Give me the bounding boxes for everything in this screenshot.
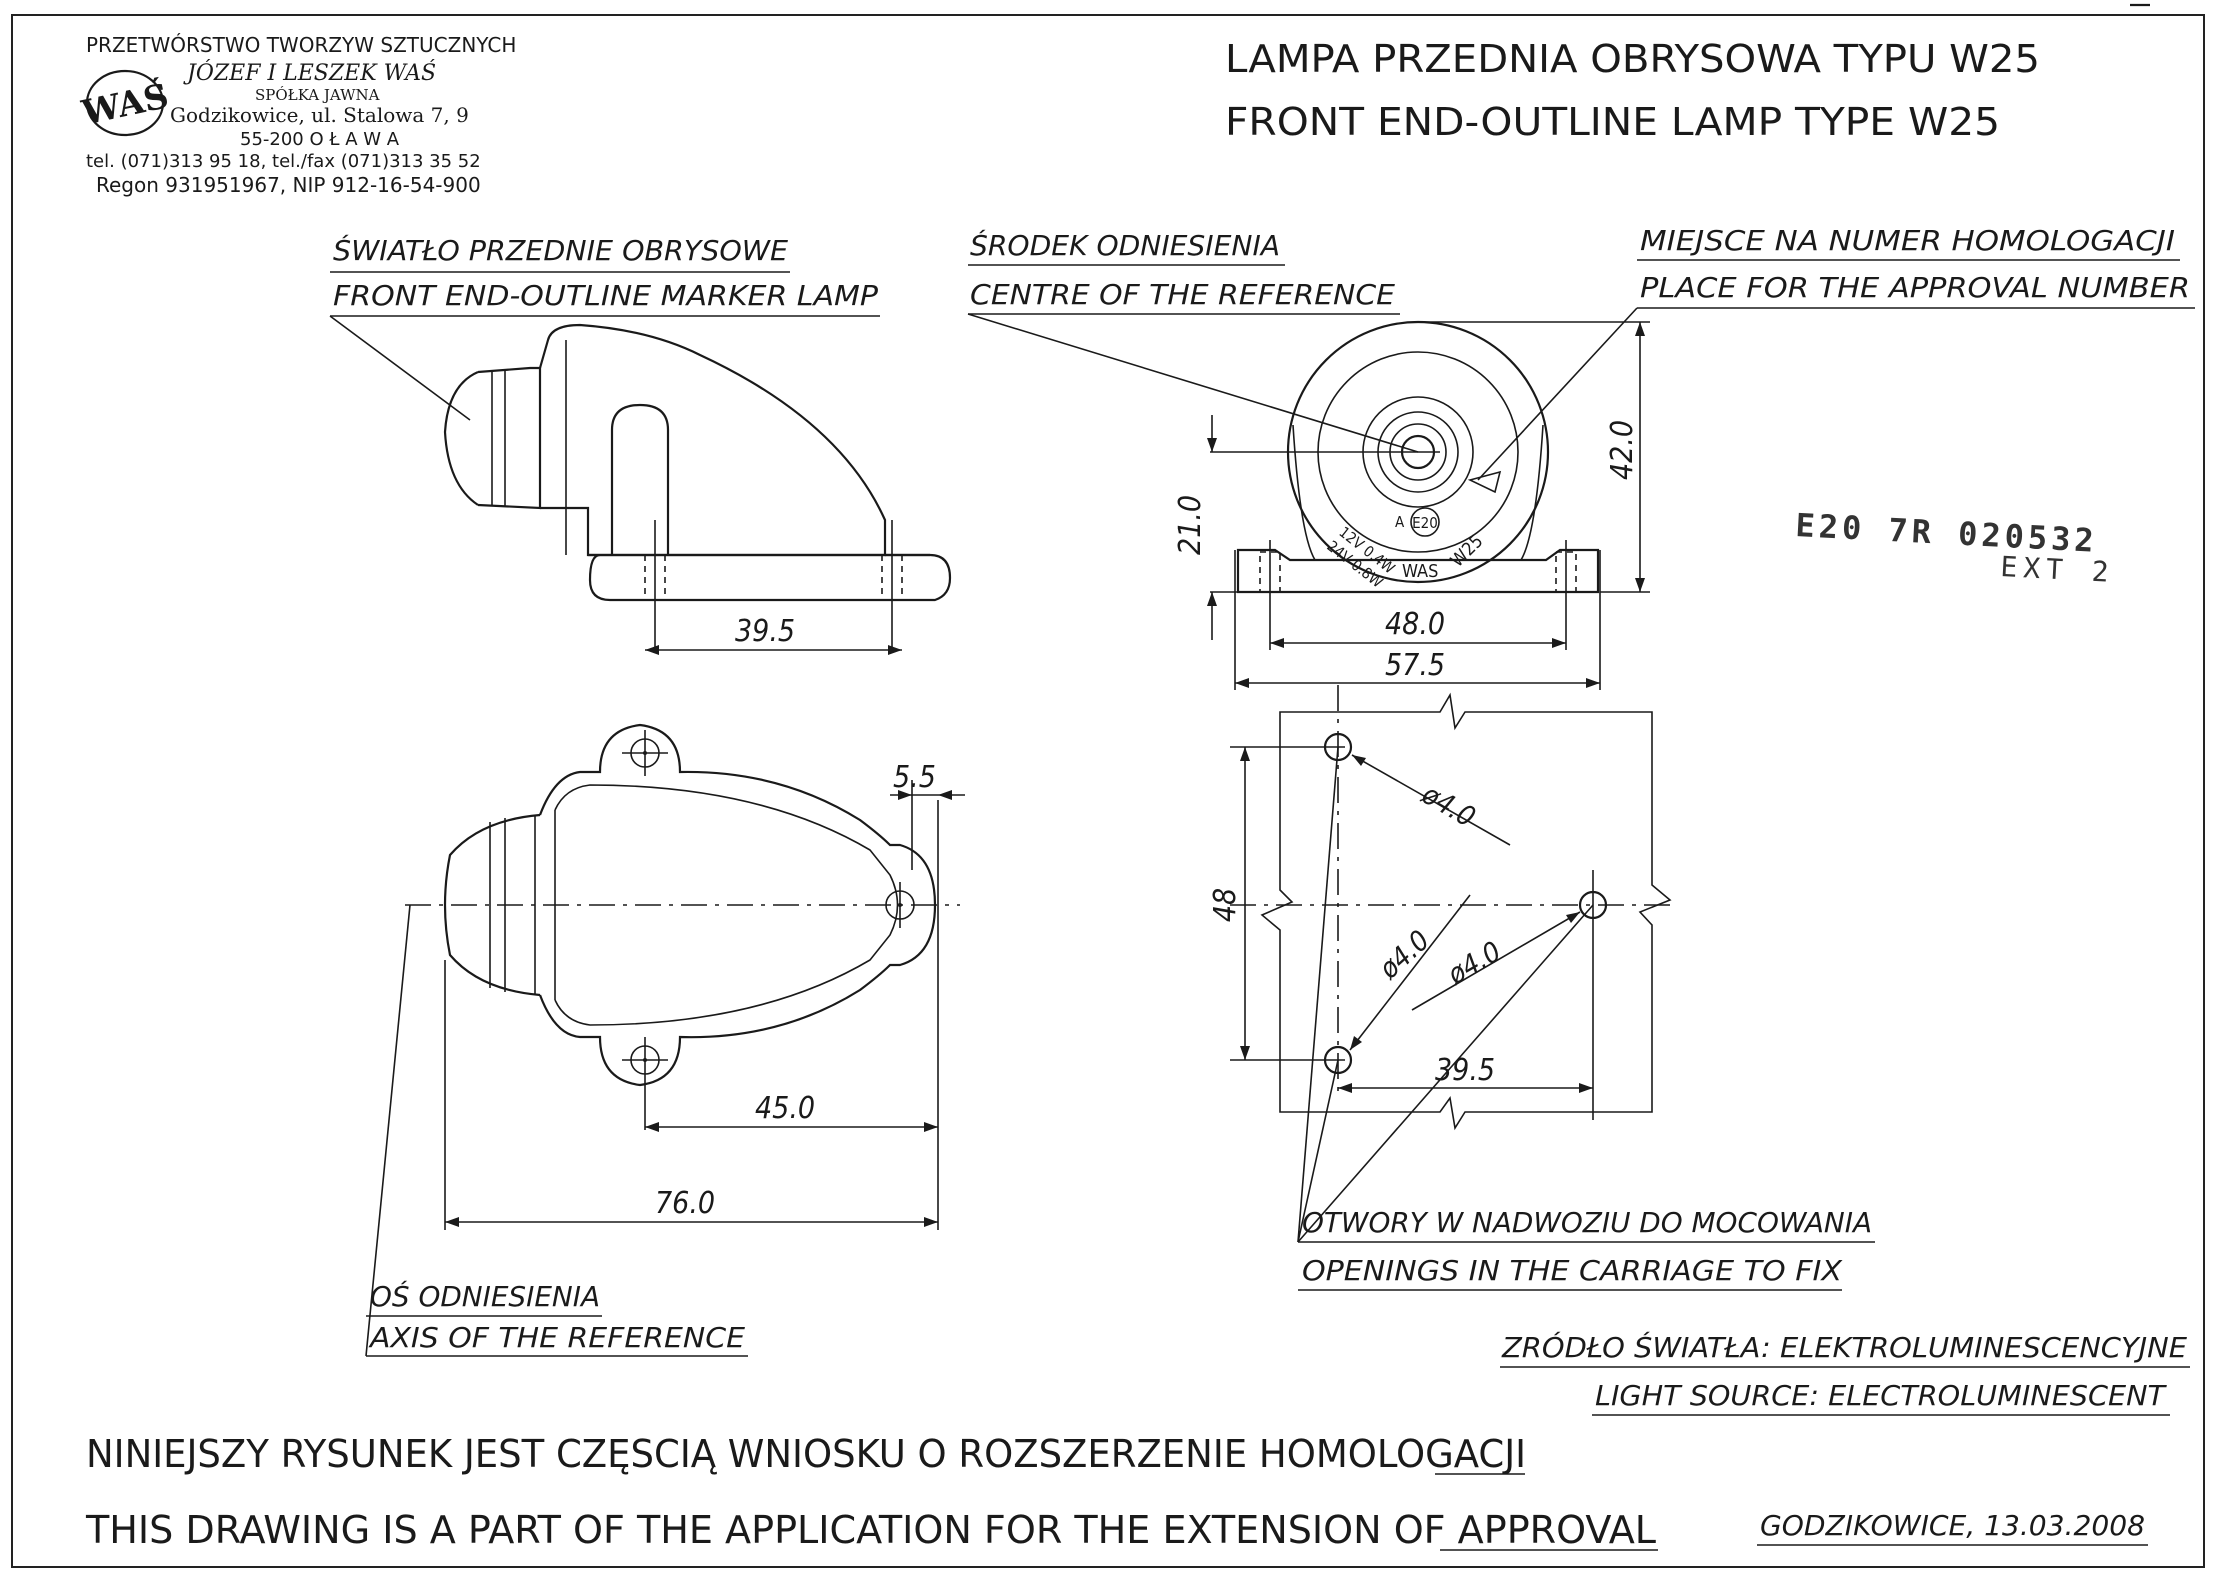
dim-hole-dia-1: ø4.0: [1416, 777, 1481, 834]
title-pl: LAMPA PRZEDNIA OBRYSOWA TYPU W25: [1225, 37, 2040, 81]
company-header: WAŚ PRZETWÓRSTWO TWORZYW SZTUCZNYCH JÓZE…: [78, 33, 517, 197]
label-axis-en: AXIS OF THE REFERENCE: [368, 1321, 745, 1354]
company-line7: Regon 931951967, NIP 912-16-54-900: [96, 173, 481, 197]
footer-pl: NINIEJSZY RYSUNEK JEST CZĘSCIĄ WNIOSKU O…: [86, 1432, 1526, 1476]
approval-ext: EXT 2: [2000, 550, 2116, 589]
label-openings-en: OPENINGS IN THE CARRIAGE TO FIX: [1302, 1254, 1843, 1287]
dim-holes-horizontal: 39.5: [1435, 1053, 1495, 1088]
dim-front-height: 42.0: [1605, 420, 1640, 480]
approval-number: E20 7R 020532: [1795, 506, 2099, 560]
front-view: E20 A 12V 0.4W 24V 0.8W WAS W25 48.0 57.…: [1173, 320, 1650, 690]
label-centre-en: CENTRE OF THE REFERENCE: [970, 278, 1395, 311]
label-source-en: LIGHT SOURCE: ELECTROLUMINESCENT: [1595, 1379, 2168, 1412]
logo-text: WAŚ: [78, 75, 173, 133]
mark-a: A: [1395, 513, 1405, 531]
label-approval-en: PLACE FOR THE APPROVAL NUMBER: [1640, 271, 2190, 304]
mark-e: E20: [1412, 514, 1438, 532]
footer: NINIEJSZY RYSUNEK JEST CZĘSCIĄ WNIOSKU O…: [85, 1432, 2148, 1552]
mounting-holes-view: 48 39.5 ø4.0 ø4.0 ø4.0: [1208, 685, 1672, 1131]
company-line3: SPÓŁKA JAWNA: [255, 86, 380, 104]
label-source-pl: ZRÓDŁO ŚWIATŁA: ELEKTROLUMINESCENCYJNE: [1501, 1330, 2187, 1364]
label-centre-pl: ŚRODEK ODNIESIENIA: [970, 228, 1280, 262]
label-marker-pl: ŚWIATŁO PRZEDNIE OBRYSOWE: [333, 233, 788, 267]
dim-hole-dia-3: ø4.0: [1441, 935, 1506, 992]
title-en: FRONT END-OUTLINE LAMP TYPE W25: [1225, 100, 2000, 144]
dim-holes-vertical: 48: [1208, 888, 1243, 922]
callout-labels: ŚWIATŁO PRZEDNIE OBRYSOWE FRONT END-OUTL…: [329, 224, 2195, 1416]
company-line5: 55-200 O Ł A W A: [240, 129, 400, 150]
company-line1: PRZETWÓRSTWO TWORZYW SZTUCZNYCH: [86, 33, 516, 57]
dim-front-holes: 48.0: [1385, 607, 1445, 642]
drawing-title: LAMPA PRZEDNIA OBRYSOWA TYPU W25 FRONT E…: [1225, 37, 2040, 144]
mark-maker: WAS: [1402, 561, 1438, 582]
top-view: 5.5 45.0 76.0: [405, 723, 965, 1230]
label-approval-pl: MIEJSCE NA NUMER HOMOLOGACJI: [1640, 224, 2175, 257]
company-line2: JÓZEF I LESZEK WAŚ: [183, 59, 436, 86]
dim-side-base: 39.5: [735, 614, 795, 649]
company-line4: Godzikowice, ul. Stalowa 7, 9: [170, 103, 469, 127]
dim-top-tab: 5.5: [893, 760, 936, 795]
footer-en: THIS DRAWING IS A PART OF THE APPLICATIO…: [85, 1508, 1656, 1552]
company-logo: WAŚ: [78, 69, 173, 137]
label-openings-pl: OTWORY W NADWOZIU DO MOCOWANIA: [1302, 1206, 1872, 1239]
dim-top-length: 76.0: [655, 1186, 715, 1221]
approval-stamp: E20 7R 020532 EXT 2: [1795, 506, 2116, 589]
dim-hole-dia-2: ø4.0: [1372, 924, 1436, 986]
dim-front-width: 57.5: [1385, 648, 1445, 683]
label-axis-pl: OŚ ODNIESIENIA: [370, 1279, 600, 1313]
dim-top-axis-to-hole: 45.0: [755, 1091, 815, 1126]
label-marker-en: FRONT END-OUTLINE MARKER LAMP: [333, 279, 879, 312]
side-view: 39.5: [443, 323, 952, 655]
dim-front-axis-height: 21.0: [1173, 495, 1208, 555]
company-line6: tel. (071)313 95 18, tel./fax (071)313 3…: [86, 151, 481, 172]
footer-place-date: GODZIKOWICE, 13.03.2008: [1760, 1509, 2145, 1542]
sheet-border: [11, 14, 2205, 1568]
